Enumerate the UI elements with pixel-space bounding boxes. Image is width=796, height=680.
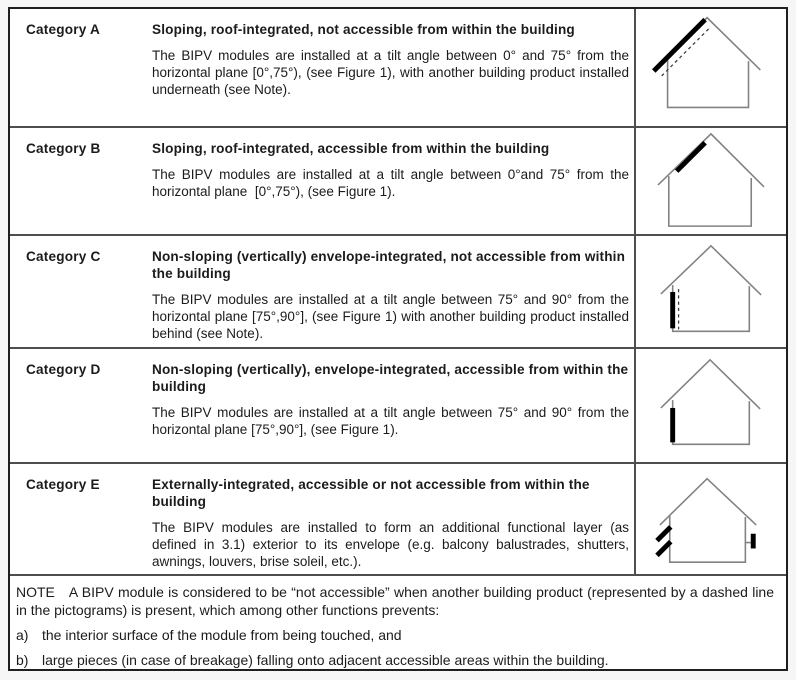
category-d-pictogram-icon (660, 358, 761, 446)
category-d-text-cell: Non-sloping (vertically), envelope-integ… (152, 349, 634, 462)
category-d-label: Category D (26, 362, 101, 377)
category-b-pictogram-icon (657, 132, 765, 227)
category-c-pictogram-cell (634, 236, 786, 347)
table-row-category-e: Category E Externally-integrated, access… (10, 462, 786, 574)
note-item-b: b) large pieces (in case of breakage) fa… (16, 652, 774, 669)
note-label: NOTE (16, 584, 55, 600)
note-item-b-text: large pieces (in case of breakage) falli… (42, 652, 609, 668)
category-a-pictogram-cell (634, 9, 786, 126)
bipv-category-table: Category A Sloping, roof-integrated, not… (8, 7, 788, 671)
category-e-label: Category E (26, 477, 100, 492)
category-b-title: Sloping, roof-integrated, accessible fro… (152, 141, 550, 156)
table-row-category-d: Category D Non-sloping (vertically), env… (10, 347, 786, 462)
category-e-pictogram-cell (634, 464, 786, 574)
category-c-title: Non-sloping (vertically) envelope-integr… (152, 249, 626, 281)
note-item-a-marker: a) (16, 627, 29, 643)
category-b-text-cell: Sloping, roof-integrated, accessible fro… (152, 128, 634, 234)
note-item-a: a) the interior surface of the module fr… (16, 627, 774, 644)
category-e-title: Externally-integrated, accessible or not… (152, 477, 590, 509)
note-item-a-text: the interior surface of the module from … (42, 627, 402, 643)
category-a-description: The BIPV modules are installed at a tilt… (152, 48, 629, 97)
category-d-title: Non-sloping (vertically), envelope-integ… (152, 362, 629, 394)
category-a-title: Sloping, roof-integrated, not accessible… (152, 22, 575, 37)
category-e-description: The BIPV modules are installed to form a… (152, 520, 629, 569)
category-c-text-cell: Non-sloping (vertically) envelope-integr… (152, 236, 634, 347)
category-a-text-cell: Sloping, roof-integrated, not accessible… (152, 9, 634, 126)
table-row-category-b: Category B Sloping, roof-integrated, acc… (10, 126, 786, 234)
category-b-label: Category B (26, 141, 101, 156)
category-c-label: Category C (26, 249, 101, 264)
category-e-text-cell: Externally-integrated, accessible or not… (152, 464, 634, 574)
note-item-b-marker: b) (16, 652, 29, 668)
table-row-category-a: Category A Sloping, roof-integrated, not… (10, 9, 786, 126)
category-b-description: The BIPV modules are installed at a tilt… (152, 167, 629, 199)
category-b-pictogram-cell (634, 128, 786, 234)
category-e-pictogram-icon (655, 477, 757, 563)
note-text: A BIPV module is considered to be “not a… (16, 584, 774, 618)
category-a-pictogram-icon (652, 16, 761, 109)
category-a-label: Category A (26, 22, 101, 37)
category-c-pictogram-icon (660, 244, 762, 333)
table-row-category-c: Category C Non-sloping (vertically) enve… (10, 234, 786, 347)
category-d-pictogram-cell (634, 349, 786, 462)
category-d-description: The BIPV modules are installed at a tilt… (152, 405, 629, 437)
category-c-description: The BIPV modules are installed at a tilt… (152, 292, 629, 341)
